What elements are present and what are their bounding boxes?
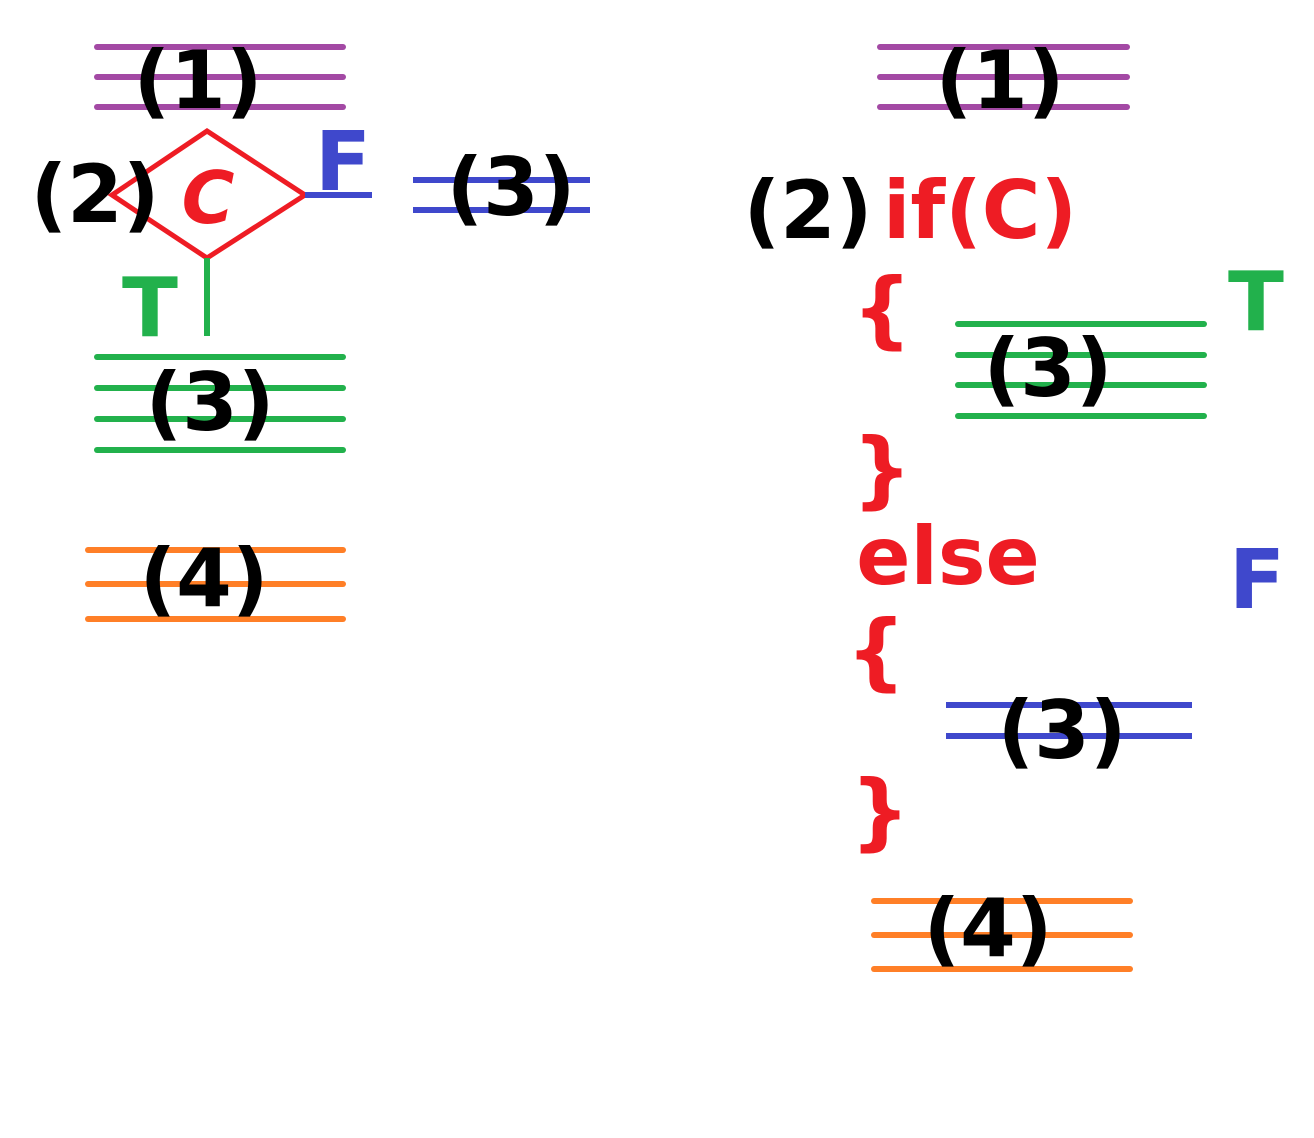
else-keyword: else xyxy=(856,510,1040,603)
code-false-branch-label: (3) xyxy=(998,684,1127,777)
code-false-label: F xyxy=(1229,533,1285,628)
code-true-branch-lines xyxy=(955,321,1207,419)
flow-false-branch-lines xyxy=(413,177,590,213)
if-keyword: if(C) xyxy=(883,164,1077,257)
flow-step2-label: (2) xyxy=(31,148,160,241)
flowchart: (1) (2) C F (3) T (3) (4) xyxy=(31,34,590,625)
false-label: F xyxy=(315,115,371,210)
code-step1-lines xyxy=(877,44,1130,110)
close-brace-2: } xyxy=(850,762,910,860)
flow-step1-lines xyxy=(94,44,346,110)
code-view: (1) (2) if(C) { (3) T } else F { (3) } (… xyxy=(744,34,1285,975)
flow-true-branch-label: (3) xyxy=(146,356,275,449)
code-true-label: T xyxy=(1228,255,1284,350)
flow-step1-label: (1) xyxy=(134,34,263,127)
code-step4-label: (4) xyxy=(924,882,1053,975)
code-true-branch-label: (3) xyxy=(984,322,1113,415)
condition-label: C xyxy=(182,156,235,240)
open-brace-1: { xyxy=(852,260,912,358)
true-label: T xyxy=(122,261,178,356)
code-step1-label: (1) xyxy=(936,34,1065,127)
flow-step4-lines xyxy=(85,547,346,622)
code-step4-lines xyxy=(871,898,1133,972)
flow-step4-label: (4) xyxy=(140,532,269,625)
close-brace-1: } xyxy=(852,420,912,518)
open-brace-2: { xyxy=(846,602,906,700)
flow-false-branch-label: (3) xyxy=(447,141,576,234)
code-step2-label: (2) xyxy=(744,164,873,257)
code-false-branch-lines xyxy=(946,702,1192,739)
flow-true-branch-lines xyxy=(94,354,346,453)
